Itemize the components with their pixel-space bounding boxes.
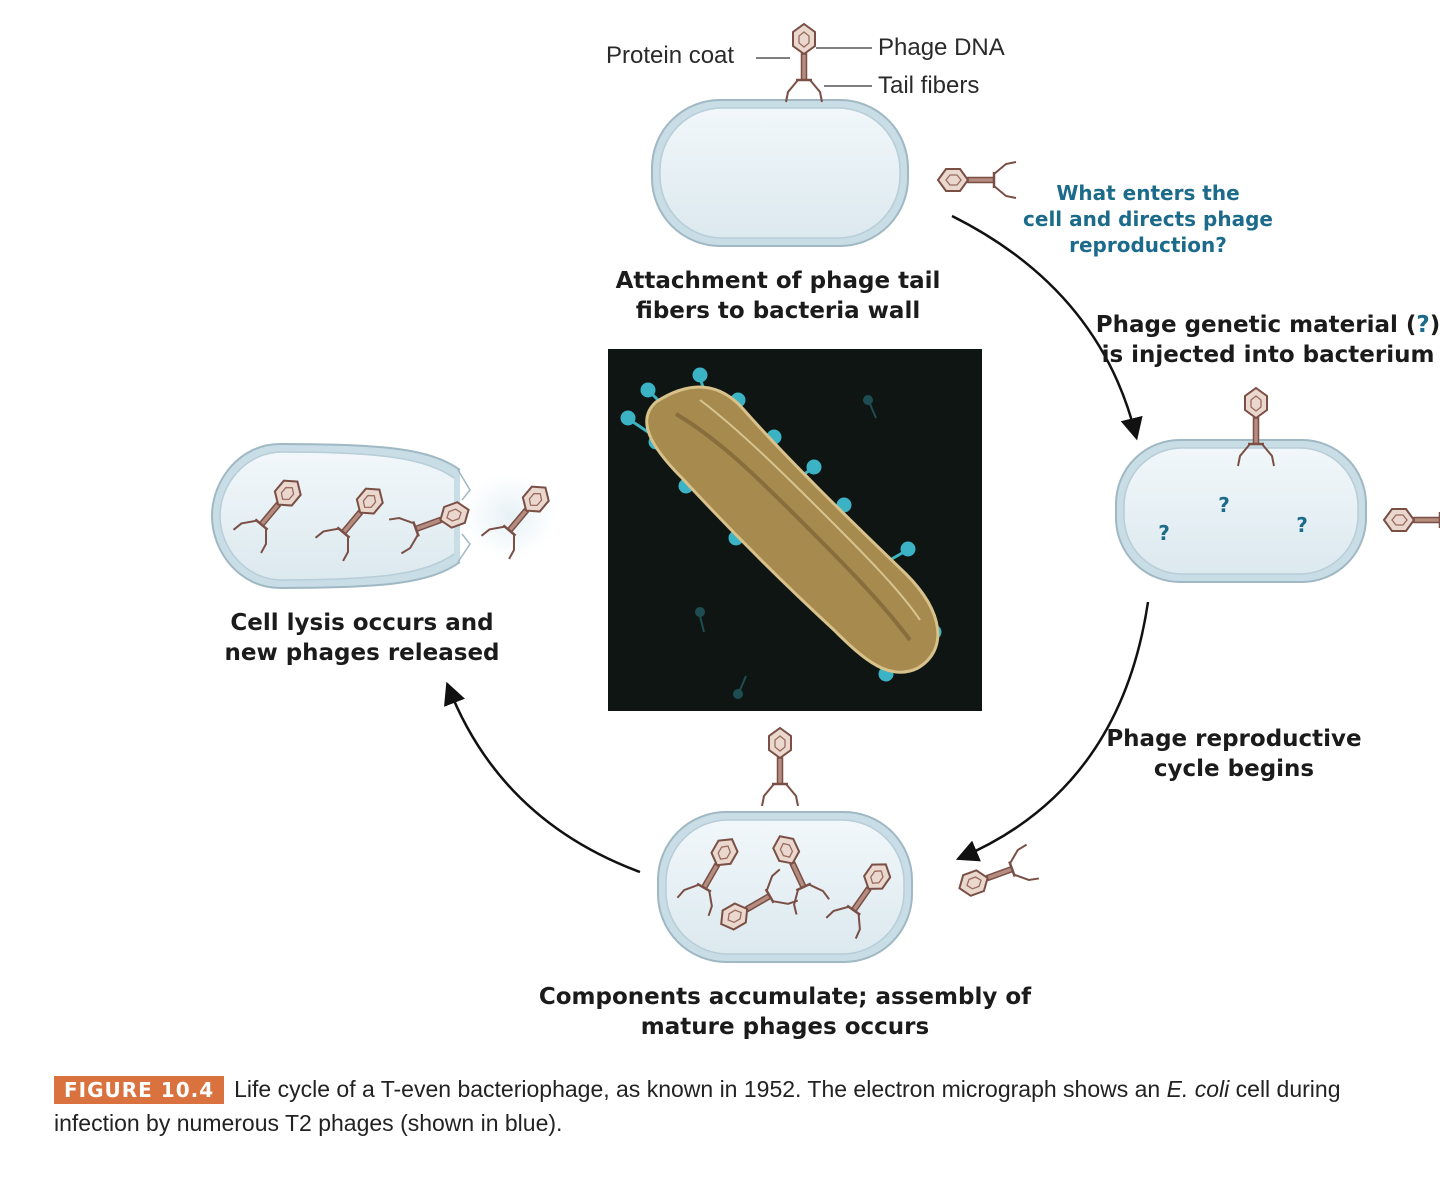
injection-cell: [1115, 439, 1367, 583]
injection-label: Phage genetic material (?) is injected i…: [1090, 310, 1440, 370]
lysis-label-line: Cell lysis occurs and: [230, 610, 494, 636]
lysis-label-line: new phages released: [224, 640, 500, 666]
reproduction-label: Phage reproductive cycle begins: [1086, 724, 1382, 784]
bacteriophage-icon: [784, 22, 824, 104]
reproduction-label-line: cycle begins: [1153, 756, 1315, 782]
bacteriophage-icon: [1382, 500, 1440, 540]
caption-text: cell during infection by numerous T2 pha…: [54, 1076, 1341, 1136]
injection-label-line: Phage genetic material (?): [1090, 310, 1440, 340]
attachment-label: Attachment of phage tail fibers to bacte…: [590, 266, 966, 326]
question-mark: ?: [1416, 312, 1430, 338]
question-line: What enters the: [1056, 181, 1240, 205]
bacteriophage-icon: [952, 843, 1041, 907]
cycle-arrow-icon: [444, 681, 641, 874]
attachment-cell: [651, 99, 909, 247]
question-line: cell and directs phage: [1023, 207, 1273, 231]
injection-label-suffix: ): [1429, 312, 1440, 338]
caption-text: Life cycle of a T-even bacteriophage, as…: [234, 1076, 1167, 1102]
lysis-cell: [210, 442, 556, 590]
assembly-label-line: mature phages occurs: [640, 1014, 930, 1040]
protein-coat-label: Protein coat: [606, 42, 735, 69]
attachment-label-line: fibers to bacteria wall: [635, 298, 921, 324]
reproduction-label-line: Phage reproductive: [1106, 726, 1362, 752]
phage-dna-label: Phage DNA: [878, 34, 1005, 61]
caption-italic: E. coli: [1166, 1076, 1230, 1102]
question-mark: ?: [1158, 521, 1170, 545]
question-mark: ?: [1296, 513, 1308, 537]
question-mark: ?: [1218, 493, 1230, 517]
tail-fibers-label: Tail fibers: [878, 72, 980, 99]
question-line: reproduction?: [1069, 233, 1227, 257]
question-text: What enters the cell and directs phage r…: [1000, 180, 1296, 258]
injection-label-prefix: Phage genetic material (: [1095, 312, 1417, 338]
injection-label-line: is injected into bacterium: [1101, 342, 1435, 368]
attachment-label-line: Attachment of phage tail: [615, 268, 941, 294]
figure-caption: FIGURE 10.4 Life cycle of a T-even bacter…: [54, 1072, 1394, 1140]
cycle-arrow-icon: [955, 601, 1150, 862]
lysis-label: Cell lysis occurs and new phages release…: [210, 608, 514, 668]
assembly-label-line: Components accumulate; assembly of: [538, 984, 1032, 1010]
assembly-label: Components accumulate; assembly of matur…: [520, 982, 1050, 1042]
figure-number-badge: FIGURE 10.4: [54, 1076, 225, 1104]
cycle-arrow-icon: [951, 214, 1143, 441]
electron-micrograph-image: [608, 349, 982, 711]
bacteriophage-icon: [760, 726, 800, 808]
